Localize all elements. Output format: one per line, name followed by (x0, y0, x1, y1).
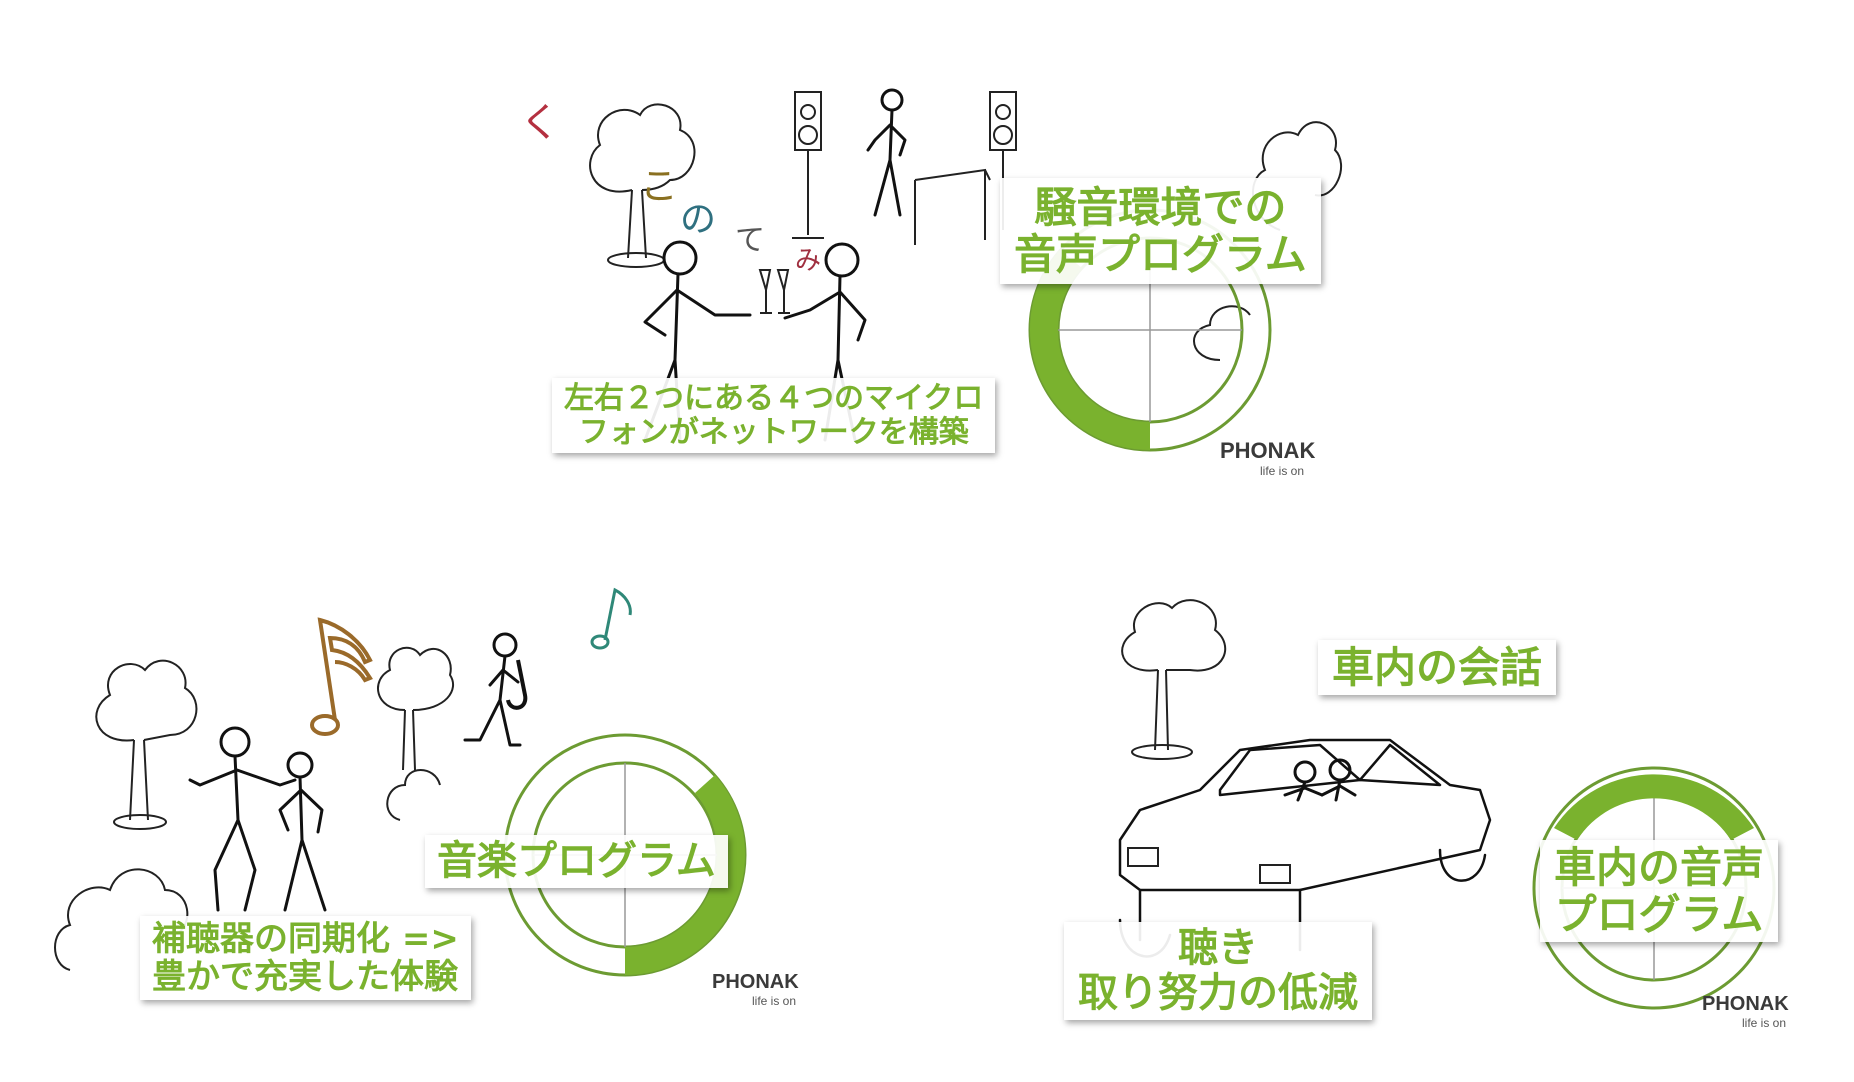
music-note-icon (590, 587, 632, 650)
saxophone-player-icon (463, 632, 528, 747)
caption-label: 補聴器の同期化 => 豊かで充実した体験 (140, 916, 471, 1001)
wine-glass-icon (758, 269, 790, 314)
label-line: フォンがネットワークを構築 (578, 414, 969, 450)
stick-figure-icon (643, 240, 752, 442)
tree-icon (1121, 599, 1227, 760)
panel-noisy-environment: く こ の て み 騒音環境での 音声プログラム 左右２つにある４つのマイクロ … (520, 40, 1342, 490)
brand-tagline: life is on (1260, 464, 1305, 478)
label-line: 騒音環境での (1034, 183, 1287, 232)
floating-char: み (795, 246, 822, 276)
dancing-figure-icon (188, 726, 297, 912)
label-line: プログラム (1554, 890, 1764, 940)
program-title-label: 音楽プログラム (425, 835, 728, 888)
tree-icon (589, 103, 696, 268)
panel-music-program: 音楽プログラム 補聴器の同期化 => 豊かで充実した体験 PHONAK life… (40, 570, 840, 1040)
brand-tagline: life is on (1742, 1016, 1787, 1030)
caption-label: 左右２つにある４つのマイクロ フォンがネットワークを構築 (552, 378, 996, 454)
floating-char: こ (640, 164, 679, 208)
label-line: 豊かで充実した体験 (152, 957, 458, 998)
scene-title-label: 車内の会話 (1318, 640, 1557, 696)
label-line: 音声プログラム (1014, 230, 1307, 280)
caption-label: 聴き 取り努力の低減 (1064, 922, 1372, 1020)
phonak-logo: PHONAK (1702, 993, 1789, 1015)
stick-figure-icon (783, 242, 867, 442)
label-line: 車内の音声 (1554, 843, 1765, 892)
label-line: 左右２つにある４つのマイクロ (564, 381, 984, 416)
program-title-label: 車内の音声 プログラム (1540, 840, 1779, 943)
tree-icon (377, 646, 455, 771)
tree-icon (95, 659, 198, 830)
panel-car-program: 車内の会話 車内の音声 プログラム 聴き 取り努力の低減 PHONAK life… (1060, 590, 1820, 1050)
passenger-icon (1283, 758, 1357, 802)
label-line: 取り努力の低減 (1078, 969, 1358, 1016)
car-illustration (1118, 599, 1492, 958)
label-line: 聴き (1178, 925, 1258, 971)
phonak-logo: PHONAK (712, 971, 799, 993)
brand-tagline: life is on (752, 994, 797, 1008)
music-illustration (54, 587, 632, 971)
floating-char: て (735, 223, 765, 258)
speaker-icon (792, 91, 824, 239)
floating-char: く (520, 100, 560, 146)
stick-figure-icon (866, 88, 991, 245)
car-icon (1118, 738, 1492, 958)
music-note-icon (310, 617, 373, 736)
bush-icon (54, 769, 441, 971)
phonak-logo: PHONAK (1220, 438, 1316, 463)
label-line: 補聴器の同期化 => (152, 919, 459, 959)
dancing-figure-icon (278, 751, 327, 912)
floating-char: の (680, 199, 717, 240)
program-title-label: 騒音環境での 音声プログラム (1000, 178, 1321, 285)
